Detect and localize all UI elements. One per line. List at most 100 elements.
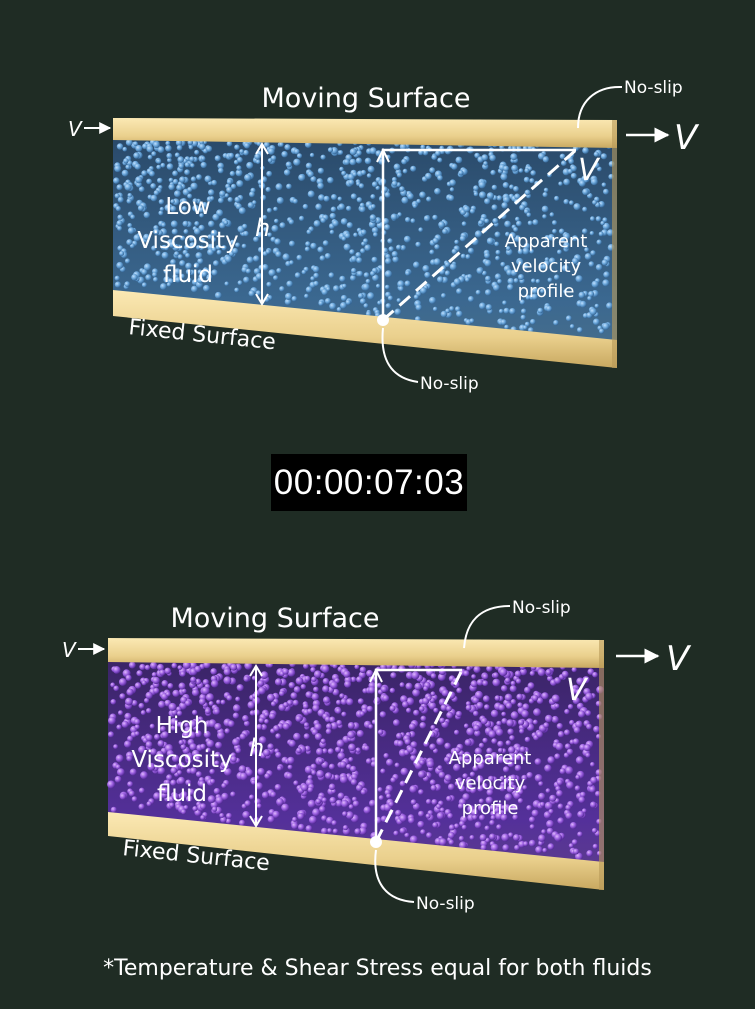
fluid-particle [500, 685, 508, 692]
fluid-particle [134, 682, 142, 689]
fluid-particle [519, 668, 528, 676]
fluid-particle [429, 167, 436, 174]
fluid-particle [136, 670, 143, 677]
fluid-particle [142, 143, 148, 150]
fluid-particle [176, 184, 183, 191]
fluid-particle [248, 741, 256, 748]
fluid-particle [514, 764, 522, 772]
fluid-particle [311, 770, 317, 776]
fluid-particle [113, 177, 120, 184]
fluid-particle [310, 276, 315, 281]
fluid-particle [248, 290, 255, 297]
fluid-particle [189, 743, 197, 751]
fluid-particle [258, 686, 266, 695]
fluid-particle [190, 182, 198, 190]
fluid-particle [355, 784, 363, 792]
fluid-particle [582, 188, 589, 196]
fluid-particle [456, 288, 463, 295]
fluid-particle [361, 241, 366, 246]
fluid-particle [529, 178, 535, 184]
fluid-particle [396, 172, 402, 178]
fluid-particle [156, 755, 165, 763]
fluid-particle [295, 715, 302, 722]
fluid-particle [426, 760, 435, 769]
fluid-particle [553, 274, 560, 281]
fluid-particle [305, 162, 312, 169]
fluid-particle [391, 180, 398, 187]
fluid-particle [194, 730, 202, 738]
fluid-particle [166, 152, 173, 159]
fluid-particle [211, 247, 217, 252]
fluid-particle [586, 723, 592, 730]
fluid-particle [593, 151, 599, 157]
fluid-particle [351, 267, 357, 274]
fluid-particle [591, 827, 598, 834]
fluid-particle [133, 141, 138, 146]
fluid-particle [423, 215, 431, 222]
fluid-particle [179, 273, 185, 279]
fluid-particle [156, 164, 162, 170]
fluid-particle [505, 231, 510, 237]
fluid-particle [584, 247, 589, 253]
fluid-particle [370, 194, 376, 200]
fluid-particle [528, 839, 536, 847]
fluid-particle [236, 684, 244, 692]
fluid-particle [476, 679, 484, 686]
fluid-particle [337, 792, 345, 800]
fluid-particle [339, 761, 347, 769]
fluid-particle [149, 170, 155, 177]
fluid-particle [401, 158, 407, 165]
fluid-particle [310, 242, 317, 250]
fluid-particle [313, 280, 319, 287]
fluid-particle [562, 264, 569, 272]
fluid-particle [431, 154, 438, 160]
fluid-particle [165, 691, 171, 697]
fluid-particle [156, 158, 162, 164]
fluid-particle [328, 272, 335, 279]
fluid-particle [424, 271, 431, 279]
top-moving-surface-label: Moving Surface [262, 83, 471, 114]
top-velocity-right-label: V [674, 118, 700, 158]
fluid-particle [345, 299, 351, 305]
fluid-particle [358, 183, 365, 189]
fluid-particle [437, 157, 443, 163]
fluid-particle [430, 724, 436, 731]
fluid-particle [169, 802, 175, 808]
fluid-particle [237, 280, 243, 286]
fluid-particle [342, 283, 347, 289]
fluid-particle [481, 154, 489, 161]
fluid-particle [317, 246, 324, 253]
fluid-particle [288, 682, 295, 689]
fluid-particle [339, 775, 348, 784]
fluid-particle [205, 747, 211, 753]
bottom-velocity-right-label: V [666, 639, 692, 679]
fluid-particle [188, 731, 196, 739]
fluid-particle [600, 220, 605, 226]
fluid-particle [385, 253, 391, 260]
fluid-particle [348, 179, 355, 186]
bottom-fixed-plate [108, 812, 604, 890]
fluid-particle [436, 803, 442, 809]
fluid-particle [185, 779, 192, 786]
top-no-slip-bottom-leader [381, 327, 419, 383]
fluid-particle [404, 280, 411, 287]
fluid-particle [575, 275, 583, 283]
fluid-particle [384, 192, 391, 198]
fluid-particle [232, 704, 241, 712]
fluid-particle [500, 261, 506, 267]
fluid-particle [571, 667, 577, 673]
fluid-particle [364, 244, 371, 251]
fluid-particle [367, 292, 375, 300]
fluid-particle [529, 816, 536, 823]
fluid-particle [188, 145, 194, 150]
fluid-particle [582, 228, 588, 234]
fluid-particle [134, 163, 141, 170]
fluid-particle [574, 785, 581, 791]
fluid-particle [370, 270, 376, 277]
fluid-particle [271, 225, 279, 232]
fluid-particle [356, 197, 363, 203]
fluid-particle [171, 662, 178, 669]
fluid-particle [556, 723, 563, 730]
fluid-particle [486, 237, 494, 245]
fluid-particle [392, 256, 399, 263]
